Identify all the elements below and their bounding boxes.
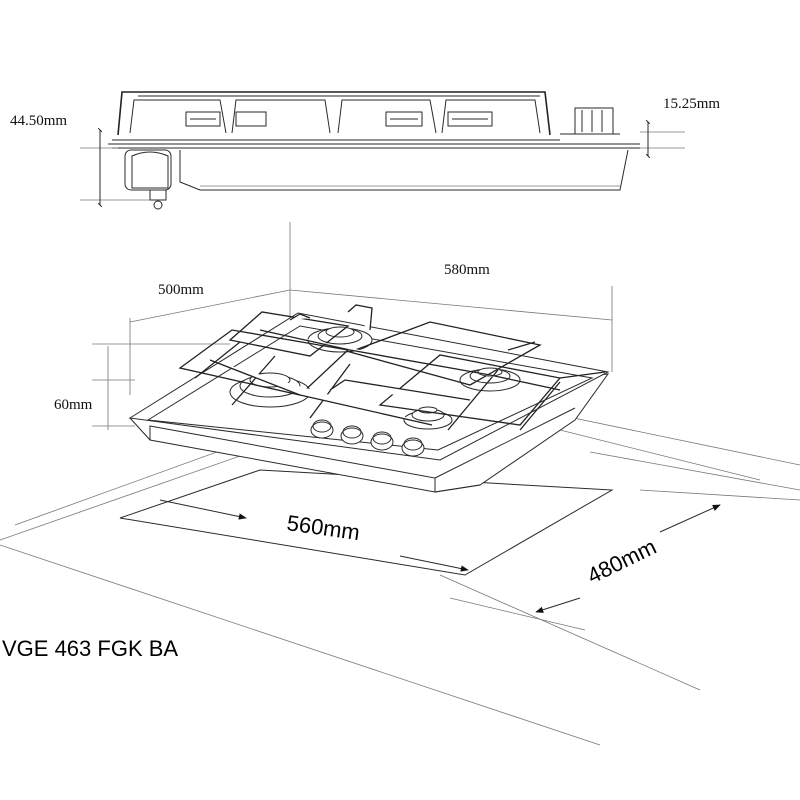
dim-width: 580mm xyxy=(444,262,490,278)
grates xyxy=(178,304,606,431)
side-view xyxy=(80,91,685,210)
knob-3 xyxy=(370,431,394,451)
cooktop-3d-view xyxy=(92,222,613,493)
cutout-rectangle xyxy=(119,469,614,576)
knob-2 xyxy=(340,425,364,445)
dim-height: 60mm xyxy=(54,397,93,413)
dim-cutout-width: 560mm xyxy=(285,510,361,545)
model-label: VGE 463 FGK BA xyxy=(2,636,178,661)
knob-1 xyxy=(310,419,334,439)
dimension-arrows xyxy=(159,499,721,613)
dim-cutout-depth: 480mm xyxy=(583,534,660,589)
dim-top-height: 44.50mm xyxy=(10,113,67,129)
dim-depth: 500mm xyxy=(158,282,204,298)
knob-4 xyxy=(401,437,425,457)
burner-rear-left xyxy=(307,326,373,353)
control-knobs xyxy=(310,419,425,457)
dim-top-offset: 15.25mm xyxy=(663,96,720,112)
